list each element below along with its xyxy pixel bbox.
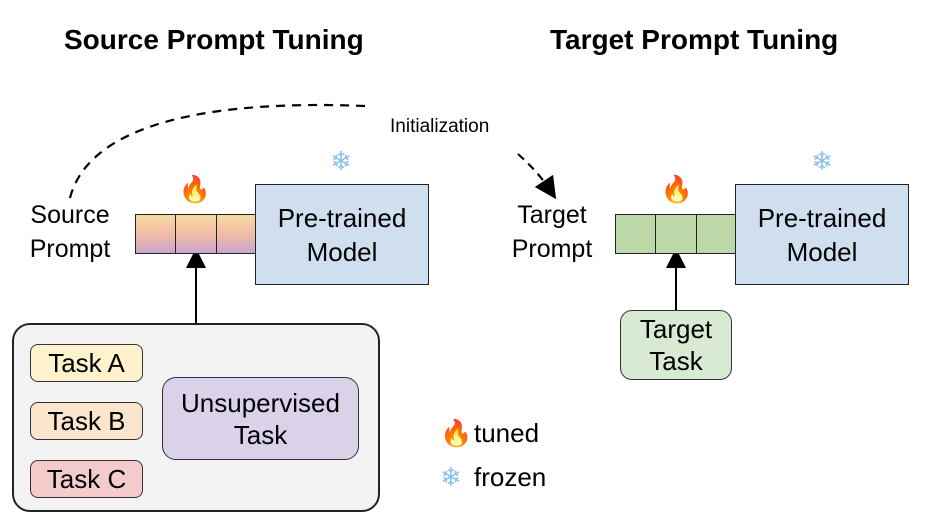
- source-prompt-token: [136, 215, 177, 253]
- snowflake-icon: ❄: [330, 146, 352, 176]
- source-pretrained-model: Pre-trained Model: [255, 184, 429, 285]
- legend-frozen: ❄ frozen: [440, 462, 546, 493]
- source-prompt-label-line1: Source: [30, 201, 110, 229]
- task-c: Task C: [30, 460, 143, 498]
- unsupervised-task: Unsupervised Task: [162, 377, 359, 460]
- source-prompt-token: [216, 215, 256, 253]
- target-task: Target Task: [620, 310, 732, 380]
- source-prompt-label: Source Prompt: [14, 198, 126, 266]
- target-prompt-label: Target Prompt: [496, 198, 608, 266]
- unsupervised-task-line2: Task: [233, 419, 288, 450]
- target-prompt-token: [616, 215, 657, 253]
- target-task-line2: Task: [649, 346, 703, 376]
- source-prompt-label-line2: Prompt: [29, 235, 111, 263]
- initialization-arrow-arc: [68, 103, 366, 199]
- target-model-line1: Pre-trained: [757, 202, 887, 233]
- fire-icon: 🔥: [660, 174, 694, 204]
- legend-tuned-label: tuned: [474, 418, 540, 448]
- target-prompt-vector: [615, 214, 737, 254]
- initialization-label: Initialization: [390, 116, 490, 137]
- target-title: Target Prompt Tuning: [550, 24, 839, 55]
- source-prompt-vector: [135, 214, 257, 254]
- fire-icon: 🔥: [440, 418, 473, 448]
- target-prompt-token: [656, 215, 697, 253]
- initialization-arrow-head: [517, 153, 557, 200]
- unsupervised-task-line1: Unsupervised: [181, 387, 340, 418]
- target-task-line1: Target: [639, 314, 713, 344]
- target-model-line2: Model: [786, 236, 858, 267]
- snowflake-icon: ❄: [440, 462, 462, 492]
- fire-icon: 🔥: [178, 174, 212, 204]
- legend-frozen-label: frozen: [474, 462, 547, 492]
- task-a: Task A: [30, 344, 143, 382]
- snowflake-icon: ❄: [811, 146, 833, 176]
- source-prompt-token: [176, 215, 217, 253]
- target-pretrained-model: Pre-trained Model: [735, 184, 909, 285]
- source-model-line2: Model: [306, 236, 378, 267]
- task-b: Task B: [30, 402, 143, 440]
- target-prompt-label-line1: Target: [517, 201, 587, 229]
- legend-tuned: 🔥 tuned: [440, 418, 539, 449]
- source-title: Source Prompt Tuning: [64, 24, 364, 55]
- target-prompt-label-line2: Prompt: [511, 235, 593, 263]
- target-prompt-token: [696, 215, 736, 253]
- source-model-line1: Pre-trained: [277, 202, 407, 233]
